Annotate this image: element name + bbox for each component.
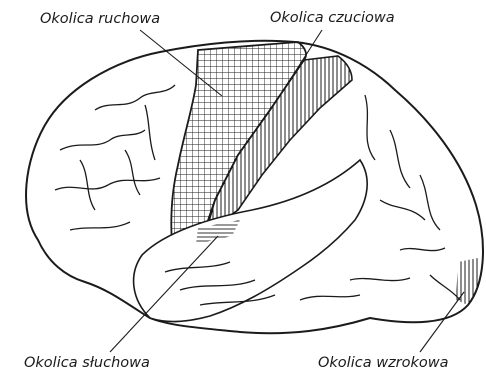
label-sensory-area: Okolica czuciowa [270,9,395,27]
label-auditory-area: Okolica słuchowa [24,354,150,372]
label-visual-area: Okolica wzrokowa [318,354,449,372]
label-motor-area: Okolica ruchowa [40,10,160,28]
